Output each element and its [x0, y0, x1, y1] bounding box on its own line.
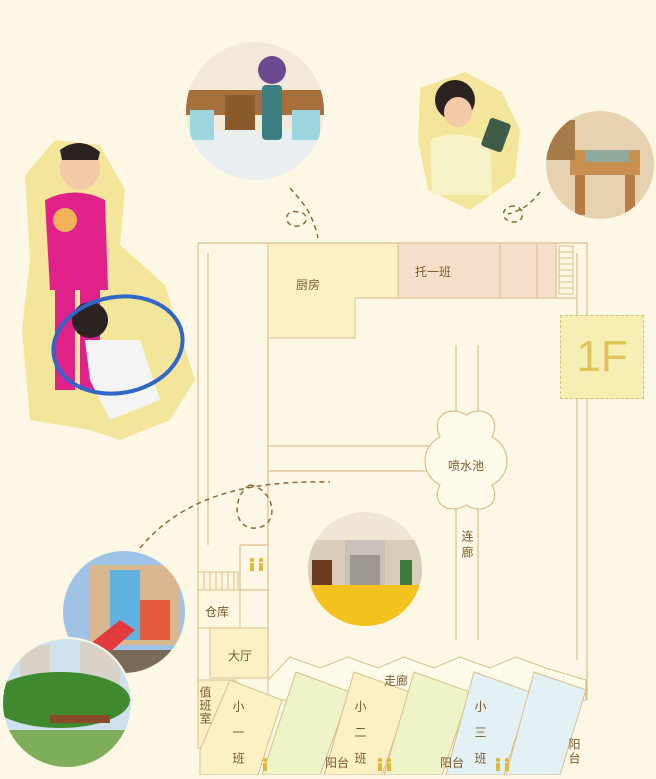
small-class-3-label: 小三班 [473, 700, 487, 778]
children-with-hoop-photo [22, 140, 195, 440]
child-with-block-photo [418, 72, 520, 210]
balcony-label-3: 阳台 [567, 738, 581, 766]
balcony-label-1: 阳台 [325, 756, 350, 770]
stairs-left [197, 571, 239, 591]
floor-indicator: 1F [560, 315, 644, 399]
duty-room-label: 值班室 [198, 686, 212, 725]
small-class-2-label: 小二班 [353, 700, 367, 778]
storage-label: 仓库 [205, 605, 230, 619]
restroom-icon [249, 557, 510, 771]
corridor-label: 连廊 [460, 530, 474, 562]
hall-room [209, 627, 269, 679]
dashed-connectors [139, 187, 541, 549]
kitchen-label: 厨房 [296, 278, 321, 292]
stairs-top [558, 245, 574, 295]
classroom-photo [545, 110, 655, 220]
classroom-blocks [199, 671, 587, 776]
hallway-label: 走廊 [384, 674, 409, 688]
toddler-class-room [397, 242, 557, 299]
balcony-label-2: 阳台 [440, 756, 465, 770]
kitchen-room [267, 242, 399, 339]
fountain-label: 喷水池 [448, 459, 485, 473]
kitchen-photo [185, 41, 325, 181]
toddler-class-label: 托一班 [415, 265, 452, 279]
fountain-shape [424, 410, 508, 510]
hall-label: 大厅 [228, 649, 253, 663]
small-class-1-label: 小一班 [231, 700, 245, 778]
